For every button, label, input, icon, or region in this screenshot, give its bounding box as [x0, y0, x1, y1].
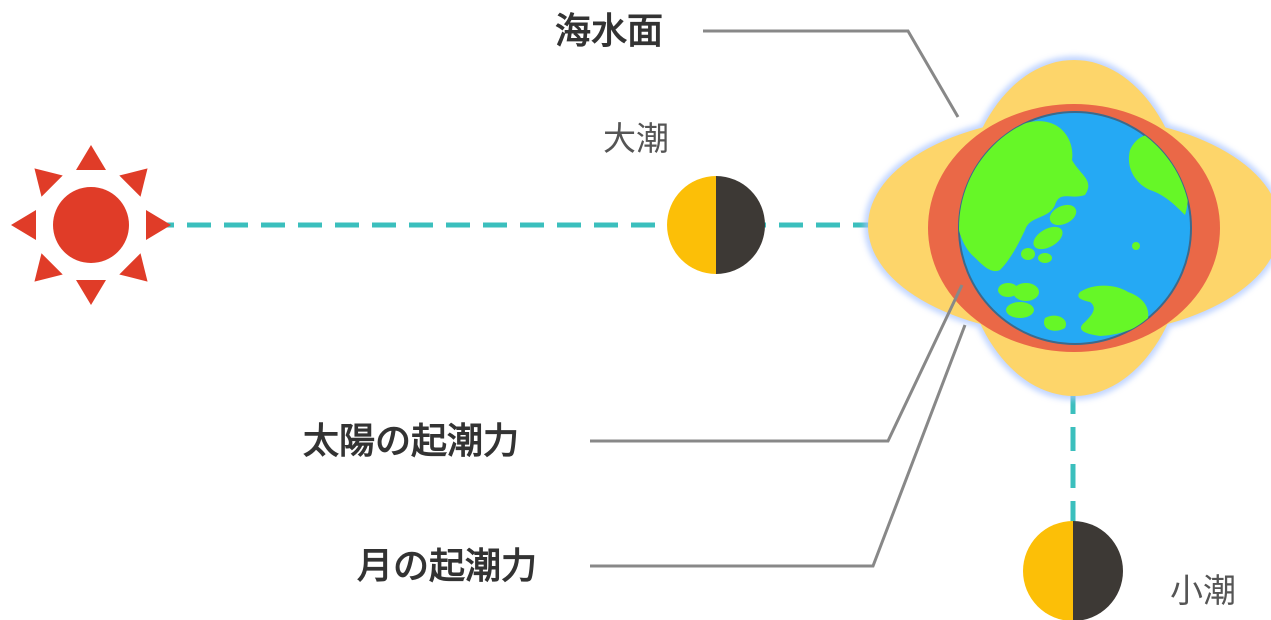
neap-tide-label: 小潮 — [1170, 571, 1236, 610]
solar-tidal-force-label: 太陽の起潮力 — [303, 421, 520, 462]
continents — [959, 121, 1189, 336]
lunar-tidal-force-label: 月の起潮力 — [357, 546, 538, 587]
spring-tide-label: 大潮 — [603, 119, 669, 158]
neap-tide-moon-icon — [1023, 521, 1123, 620]
sea-surface-label: 海水面 — [555, 11, 664, 52]
spring-tide-moon-icon — [667, 176, 765, 274]
sea-surface-leader-line — [703, 29, 960, 118]
lunar-tidal-force-leader-line — [590, 324, 967, 568]
solar-tidal-force-leader-line — [590, 284, 964, 443]
earth-icon — [864, 56, 1271, 400]
sun-icon — [11, 145, 171, 305]
